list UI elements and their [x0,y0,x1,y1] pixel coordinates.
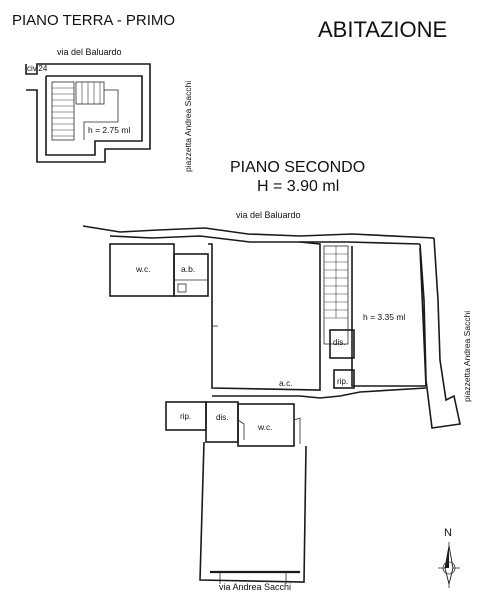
ac-label: a.c. [279,378,293,388]
dis-left-room [205,401,239,443]
civic-number-label: civ.24 [27,64,48,73]
wc-top-label: w.c. [135,264,151,274]
rip-right-room [333,369,355,389]
svg-text:N: N [444,527,452,539]
rip-left-label: rip. [180,412,191,421]
right-room-wall [351,246,427,387]
wc-bottom-room [237,403,295,447]
ground-first-floor-title: PIANO TERRA - PRIMO [12,12,175,29]
ground-street-top-label: via del Baluardo [57,47,122,57]
ground-inner-wall [45,75,143,156]
right-facade-wall [425,237,461,429]
ground-stair [51,81,119,141]
dwelling-title: ABITAZIONE [318,17,447,42]
ground-first-floor-plan: via del Baluardo civ.24 h = 2.75 ml piaz… [25,47,193,172]
second-street-top-label: via del Baluardo [236,210,301,220]
second-side-street-label: piazzetta Andrea Sacchi [462,311,472,402]
north-arrow-icon: N [438,527,460,588]
ground-outer-wall [25,63,151,163]
ab-label: a.b. [181,264,195,274]
second-street-bottom-label: via Andrea Sacchi [219,582,291,592]
rip-right-label: rip. [337,377,348,386]
second-floor-title: PIANO SECONDO [230,159,365,176]
main-room-wall [208,241,321,391]
ground-height-label: h = 2.75 ml [88,125,130,135]
top-facade-wall [82,225,435,239]
right-room-height-label: h = 3.35 ml [363,312,405,322]
dis-right-room [329,329,355,359]
bottom-room-wall [199,441,307,583]
wc-bottom-label: w.c. [257,422,273,432]
ab-room [173,253,209,297]
dis-right-label: dis. [333,338,345,347]
dis-left-label: dis. [216,413,228,422]
second-floor-height: H = 3.90 ml [257,178,339,195]
second-floor-stair [323,245,349,345]
second-floor-plan [82,225,461,584]
ground-side-street-label: piazzetta Andrea Sacchi [183,81,193,172]
